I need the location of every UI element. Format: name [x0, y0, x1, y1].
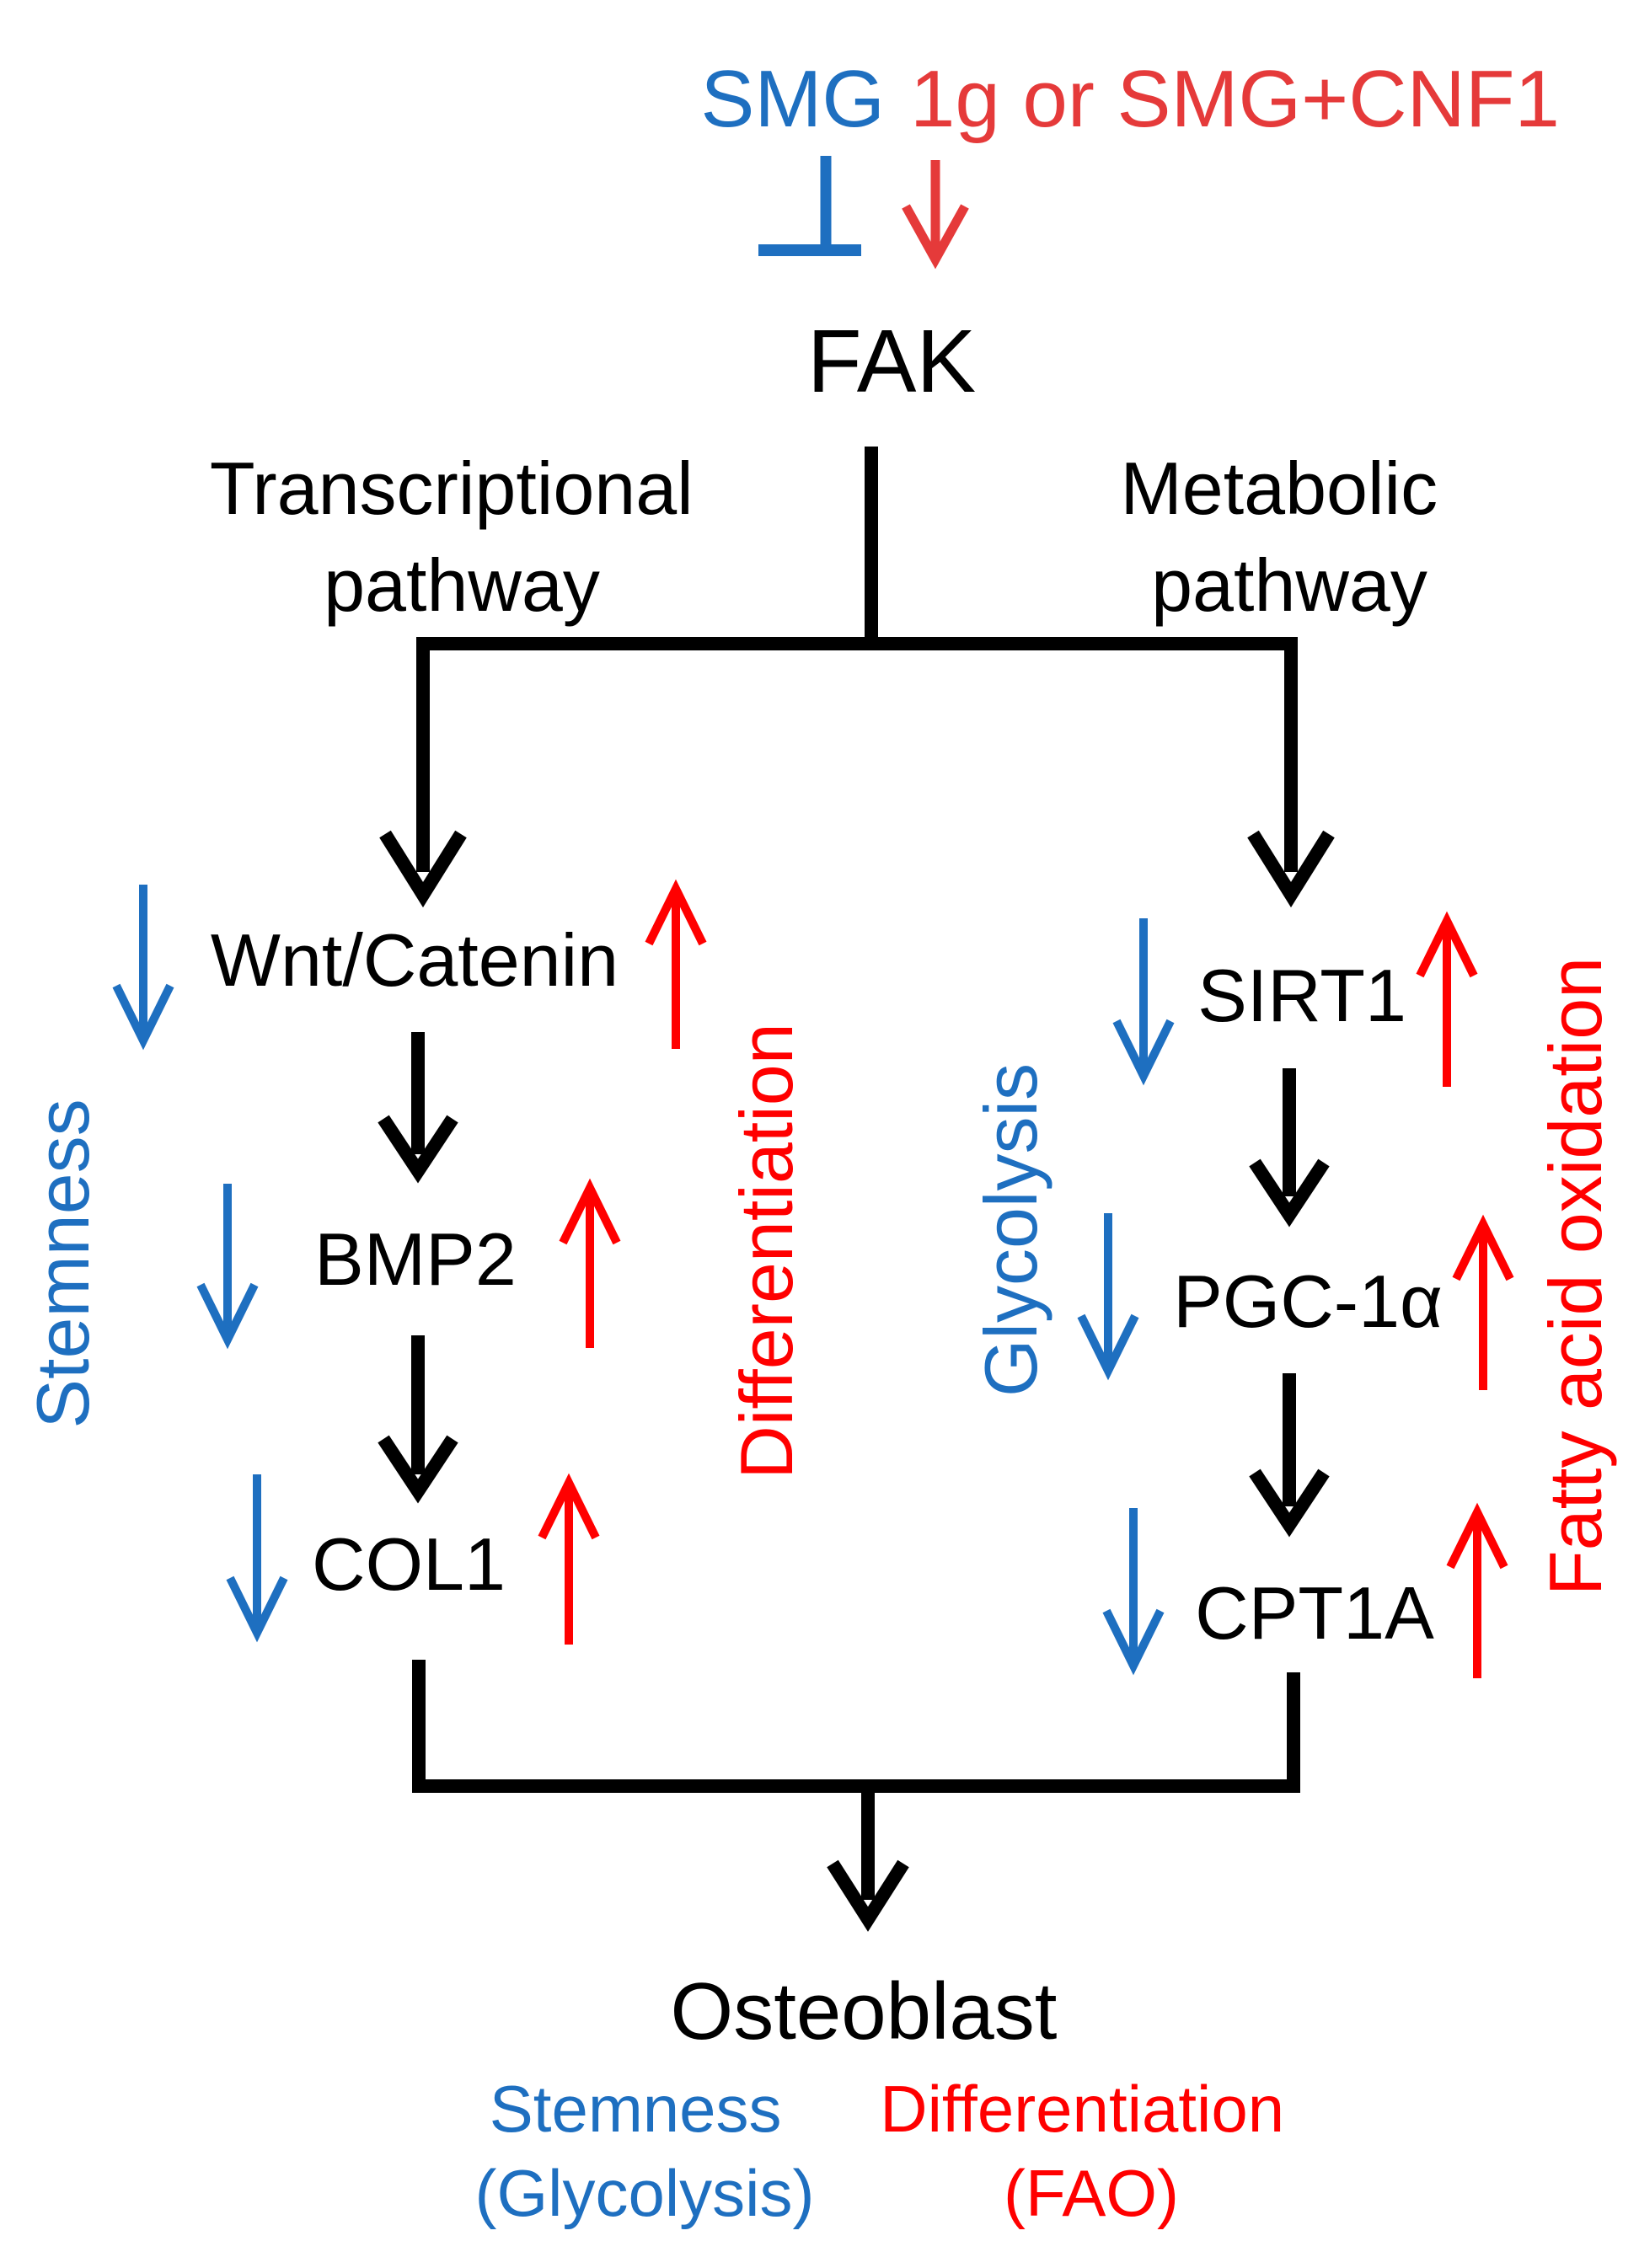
differentiation-up-arrow-3 [538, 1473, 600, 1645]
node-bmp2: BMP2 [314, 1217, 517, 1301]
stemness-down-arrow-2 [196, 1184, 259, 1350]
stemness-side-label: Stemness [21, 1099, 104, 1428]
transcriptional-pathway-label: Transcriptional pathway [210, 447, 714, 627]
left-branch-arrowhead [379, 830, 467, 908]
metabolic-pathway-label: Metabolic pathway [1120, 447, 1458, 627]
treatment-label: 1g or SMG+CNF1 [910, 54, 1560, 144]
inhibition-icon [758, 156, 861, 256]
fao-up-arrow-2 [1452, 1214, 1514, 1390]
node-wnt-catenin: Wnt/Catenin [211, 918, 619, 1002]
glycolysis-down-arrow-3 [1102, 1508, 1165, 1676]
bottom-differentiation-line2: (FAO) [1004, 2156, 1179, 2230]
node-pgc1a: PGC-1α [1173, 1260, 1443, 1343]
branch-connector [416, 447, 1298, 872]
glycolysis-side-label: Glycolysis [969, 1063, 1052, 1397]
activation-arrow-icon [902, 160, 969, 270]
right-branch-arrowhead [1247, 830, 1335, 908]
left-chain-arrow-1 [378, 1032, 458, 1184]
bottom-stemness-line1: Stemness [490, 2072, 782, 2146]
bottom-stemness-line2: (Glycolysis) [475, 2156, 815, 2230]
right-chain-arrow-2 [1249, 1373, 1330, 1538]
metabolic-line1: Metabolic [1120, 447, 1438, 530]
node-cpt1a: CPT1A [1195, 1571, 1434, 1655]
differentiation-side-label: Differentiation [725, 1023, 808, 1479]
bottom-stemness-label: Stemness (Glycolysis) [475, 2072, 815, 2230]
bottom-differentiation-line1: Differentiation [880, 2072, 1284, 2146]
fao-side-label: Fatty acid oxidation [1534, 957, 1617, 1596]
bottom-differentiation-label: Differentiation (FAO) [880, 2072, 1303, 2230]
node-sirt1: SIRT1 [1197, 954, 1406, 1037]
fao-up-arrow-1 [1416, 911, 1478, 1087]
smg-label: SMG [700, 54, 885, 144]
fao-up-arrow-3 [1446, 1502, 1508, 1678]
transcriptional-line2: pathway [324, 543, 600, 627]
node-col1: COL1 [312, 1522, 506, 1606]
stemness-down-arrow-1 [112, 885, 174, 1051]
differentiation-up-arrow-2 [559, 1178, 621, 1348]
left-chain-arrow-2 [378, 1335, 458, 1504]
merge-arrowhead [827, 1859, 909, 1932]
glycolysis-down-arrow-2 [1077, 1213, 1139, 1381]
merge-connector [412, 1660, 1300, 1900]
transcriptional-line1: Transcriptional [210, 447, 694, 530]
fak-label: FAK [807, 312, 976, 411]
right-chain-arrow-1 [1249, 1068, 1330, 1228]
stemness-down-arrow-3 [226, 1474, 288, 1643]
osteoblast-label: Osteoblast [671, 1966, 1058, 2057]
metabolic-line2: pathway [1151, 543, 1427, 627]
differentiation-up-arrow-1 [645, 879, 707, 1049]
glycolysis-down-arrow-1 [1112, 918, 1175, 1086]
